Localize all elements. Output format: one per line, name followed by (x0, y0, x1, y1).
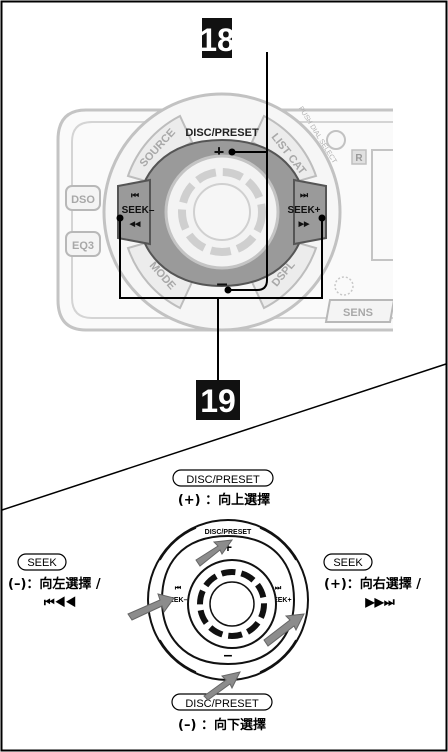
down-button-name: DISC/PRESET (185, 698, 259, 710)
callout-18-dot-minus (224, 286, 232, 294)
callout-18: 18 (199, 22, 235, 58)
left-instruction: (–)：向左選擇 / (8, 576, 101, 592)
callout-19-bracket (119, 218, 323, 299)
up-instruction: (+) ：向上選擇 (178, 492, 270, 508)
left-instruction-icon: ⏮◀◀ (44, 595, 76, 609)
small-dial-seg-1 (159, 527, 197, 561)
callout-18-box (202, 18, 232, 58)
small-disc-preset-label: DISC/PRESET (205, 529, 252, 536)
small-minus-label: – (224, 647, 233, 664)
callout-19-dot-right (318, 214, 326, 222)
arrow-right (263, 613, 305, 647)
right-button-name: SEEK (333, 557, 363, 569)
sens-label: SENS (343, 307, 373, 319)
plus-label: + (214, 142, 225, 162)
front-panel: DSO EQ3 SOURCE LIST CAT PUSH DIAL SELECT… (56, 92, 394, 332)
dso-button[interactable] (65, 185, 101, 211)
callout-18-leader (230, 52, 268, 291)
small-dial-seg-4 (259, 639, 297, 673)
callout-19-box (196, 380, 240, 420)
dial-knob-ridges (178, 168, 266, 256)
small-seek-minus-label: SEEK– (165, 597, 188, 604)
seek-minus-label: SEEK– (122, 205, 155, 216)
up-button-pill (172, 469, 274, 487)
small-dial-ridges (197, 569, 267, 639)
panel-inner-outline (71, 121, 393, 319)
small-dial-seg-2 (259, 527, 297, 561)
next-icon: ⏭ (300, 190, 309, 200)
small-prev-icon: ⏮ (175, 585, 182, 592)
callout-19: 19 (200, 383, 236, 419)
callout-19-dot-left (116, 214, 124, 222)
small-plus-label: + (224, 539, 232, 555)
seek-plus-tab[interactable] (293, 178, 327, 246)
small-next-icon: ⏭ (275, 585, 282, 592)
minus-label: – (216, 273, 227, 295)
r-badge-label: R (355, 153, 363, 164)
down-instruction: (–) ：向下選擇 (178, 717, 266, 733)
section-divider (1, 363, 447, 511)
down-button-pill (171, 693, 273, 711)
rew-icon: ◀◀ (129, 221, 141, 228)
small-seek-plus-label: SEEK+ (268, 597, 291, 604)
small-dial-seg-3 (159, 639, 197, 673)
ir-receiver (334, 276, 354, 296)
small-dial-center (209, 581, 255, 627)
prev-icon: ⏮ (131, 190, 139, 200)
display-window (371, 149, 393, 261)
dso-label: DSO (71, 194, 95, 206)
right-instruction: (+)：向右選擇 / (324, 576, 421, 592)
eq3-button[interactable] (65, 231, 101, 257)
arrow-left (127, 593, 175, 621)
r-badge (351, 149, 367, 165)
dial-knob-center (193, 183, 251, 241)
up-button-name: DISC/PRESET (186, 474, 260, 486)
sens-button[interactable] (324, 299, 394, 323)
arrow-down (203, 671, 241, 701)
ff-icon: ▶▶ (298, 221, 310, 228)
left-button-name: SEEK (27, 557, 57, 569)
right-button-pill (323, 553, 373, 571)
eq3-label: EQ3 (72, 240, 94, 252)
sensor-circle (326, 130, 346, 150)
arrow-up (195, 539, 234, 567)
seek-plus-label: SEEK+ (287, 205, 320, 216)
right-instruction-icon: ▶▶⏭ (364, 595, 394, 609)
disc-preset-label: DISC/PRESET (185, 127, 259, 139)
left-button-pill (17, 553, 67, 571)
